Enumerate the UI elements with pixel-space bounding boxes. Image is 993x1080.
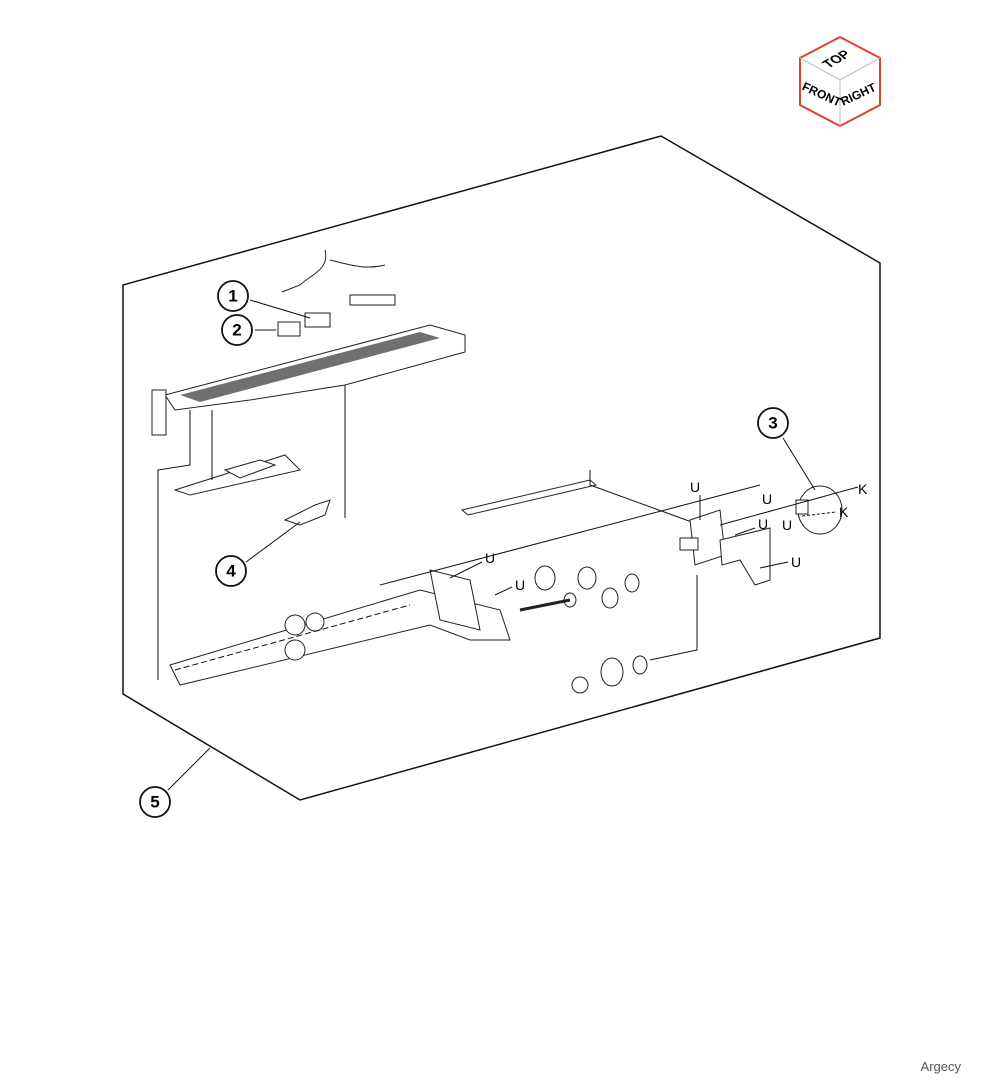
connector-label-u: U — [762, 491, 772, 507]
actuator-part — [283, 499, 331, 526]
kit-boundary — [122, 135, 881, 801]
connector-label-u: U — [690, 479, 700, 495]
svg-text:1: 1 — [228, 287, 237, 306]
svg-text:5: 5 — [150, 793, 159, 812]
watermark: Argecy — [920, 1059, 961, 1074]
rollers-and-gears — [519, 565, 698, 694]
connector-label-k: K — [858, 481, 868, 497]
callout-4: 4 — [215, 555, 247, 587]
upper-guide-assembly — [151, 324, 466, 680]
drive-bracket — [679, 509, 771, 586]
callout-2: 2 — [221, 314, 253, 346]
orientation-cube: TOP FRONT RIGHT — [799, 35, 881, 128]
svg-text:3: 3 — [768, 414, 777, 433]
sensor-harness — [277, 249, 396, 337]
connector-label-u: U — [782, 517, 792, 533]
svg-text:4: 4 — [226, 562, 236, 581]
svg-text:2: 2 — [232, 321, 241, 340]
guide-strip — [460, 479, 598, 516]
connector-label-u: U — [485, 550, 495, 566]
callout-1: 1 — [217, 280, 249, 312]
connector-label-k: K — [839, 504, 849, 520]
connector-label-u: U — [758, 516, 768, 532]
callout-3: 3 — [757, 407, 789, 439]
lower-drive-frame — [169, 569, 511, 686]
connector-label-u: U — [791, 554, 801, 570]
motor — [795, 485, 843, 535]
callout-5: 5 — [139, 786, 171, 818]
connector-label-u: U — [515, 577, 525, 593]
